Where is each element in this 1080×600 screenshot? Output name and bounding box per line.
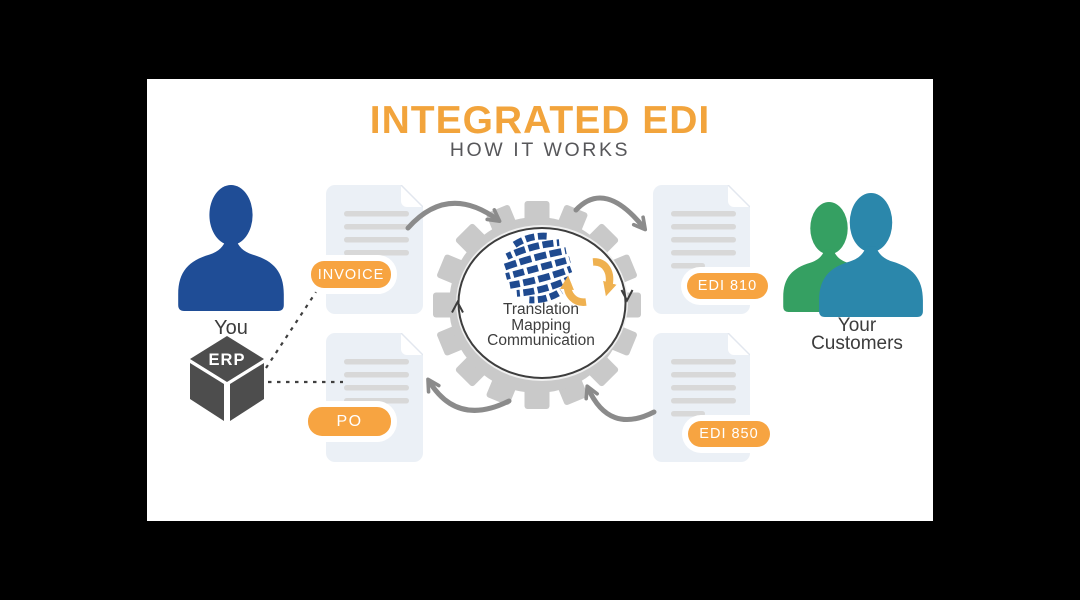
- page-title: INTEGRATED EDI: [369, 99, 711, 142]
- rotation-arrowhead-right: [620, 289, 634, 303]
- flow-arrow-edi850-to-gear: [584, 384, 657, 422]
- erp-label: ERP: [209, 351, 246, 369]
- po-badge: PO: [308, 407, 391, 436]
- infographic: INTEGRATED EDI HOW IT WORKS: [147, 79, 933, 521]
- globe-icon: [503, 232, 573, 304]
- you-label: You: [214, 317, 248, 339]
- flow-arrow-invoice-to-gear: [405, 200, 502, 231]
- gear-icon: [433, 201, 641, 409]
- sync-arrows-icon: [559, 258, 617, 306]
- page-subtitle: HOW IT WORKS: [449, 139, 631, 161]
- edi810-badge: EDI 810: [687, 273, 768, 299]
- connectors: [265, 195, 657, 422]
- rotation-arrowhead-left: [451, 299, 464, 313]
- you-person-icon: [178, 185, 284, 311]
- gear-caption: Translation Mapping Communication: [487, 301, 595, 349]
- customers-label: Your Customers: [811, 315, 903, 354]
- dashed-connector-erp-invoice: [265, 291, 317, 369]
- flow-arrow-gear-to-edi810: [573, 195, 648, 232]
- flow-arrow-gear-to-po: [426, 377, 512, 413]
- invoice-badge: INVOICE: [311, 261, 391, 288]
- edi850-badge: EDI 850: [688, 421, 770, 447]
- erp-cube-icon: ERP: [190, 336, 264, 421]
- customer-person-teal-icon: [819, 193, 923, 317]
